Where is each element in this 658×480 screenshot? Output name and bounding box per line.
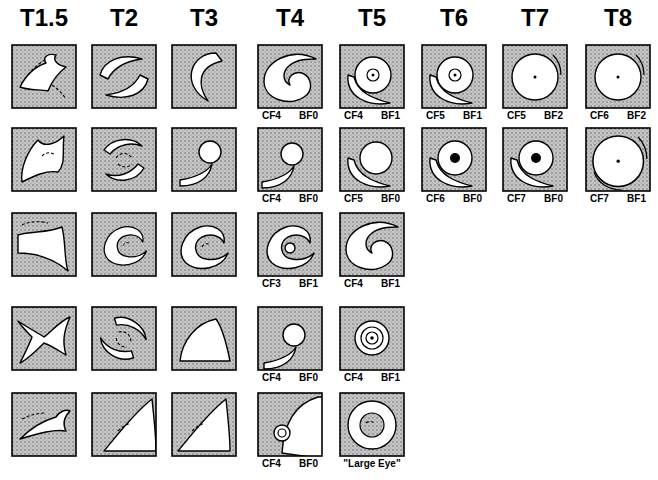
rating-label: CF4 bbox=[344, 111, 363, 121]
rating-label: CF5 bbox=[426, 111, 445, 121]
rating-label: BF2 bbox=[544, 111, 563, 121]
rating-label: CF3 bbox=[262, 279, 281, 289]
rating-label: CF5 bbox=[344, 194, 363, 204]
rating-label: CF4 bbox=[262, 194, 281, 204]
column-header: T7 bbox=[521, 6, 549, 30]
rating-label: BF0 bbox=[299, 111, 318, 121]
column-header: T8 bbox=[604, 6, 632, 30]
rating-label: CF4 bbox=[262, 373, 281, 383]
rating-label: BF0 bbox=[299, 459, 318, 469]
column-header: T5 bbox=[358, 6, 386, 30]
rating-label: CF7 bbox=[590, 194, 609, 204]
rating-label: CF4 bbox=[344, 373, 363, 383]
rating-label: BF0 bbox=[463, 194, 482, 204]
rating-label: "Large Eye" bbox=[343, 459, 400, 469]
rating-label: CF7 bbox=[507, 194, 526, 204]
column-header: T6 bbox=[440, 6, 468, 30]
rating-label: BF0 bbox=[299, 373, 318, 383]
rating-label: CF4 bbox=[262, 111, 281, 121]
rating-label: BF1 bbox=[381, 279, 400, 289]
column-header: T4 bbox=[276, 6, 304, 30]
column-header: T1.5 bbox=[20, 6, 68, 30]
rating-label: BF1 bbox=[381, 111, 400, 121]
rating-label: BF1 bbox=[299, 279, 318, 289]
rating-label: BF1 bbox=[463, 111, 482, 121]
rating-label: CF4 bbox=[262, 459, 281, 469]
rating-label: CF4 bbox=[344, 279, 363, 289]
rating-label: BF1 bbox=[381, 373, 400, 383]
rating-label: BF0 bbox=[544, 194, 563, 204]
rating-label: BF0 bbox=[299, 194, 318, 204]
rating-label: CF6 bbox=[426, 194, 445, 204]
rating-label: BF1 bbox=[627, 194, 646, 204]
column-header: T3 bbox=[190, 6, 218, 30]
rating-label: BF2 bbox=[627, 111, 646, 121]
rating-label: CF6 bbox=[590, 111, 609, 121]
column-header: T2 bbox=[110, 6, 138, 30]
rating-label: BF0 bbox=[381, 194, 400, 204]
rating-label: CF5 bbox=[507, 111, 526, 121]
